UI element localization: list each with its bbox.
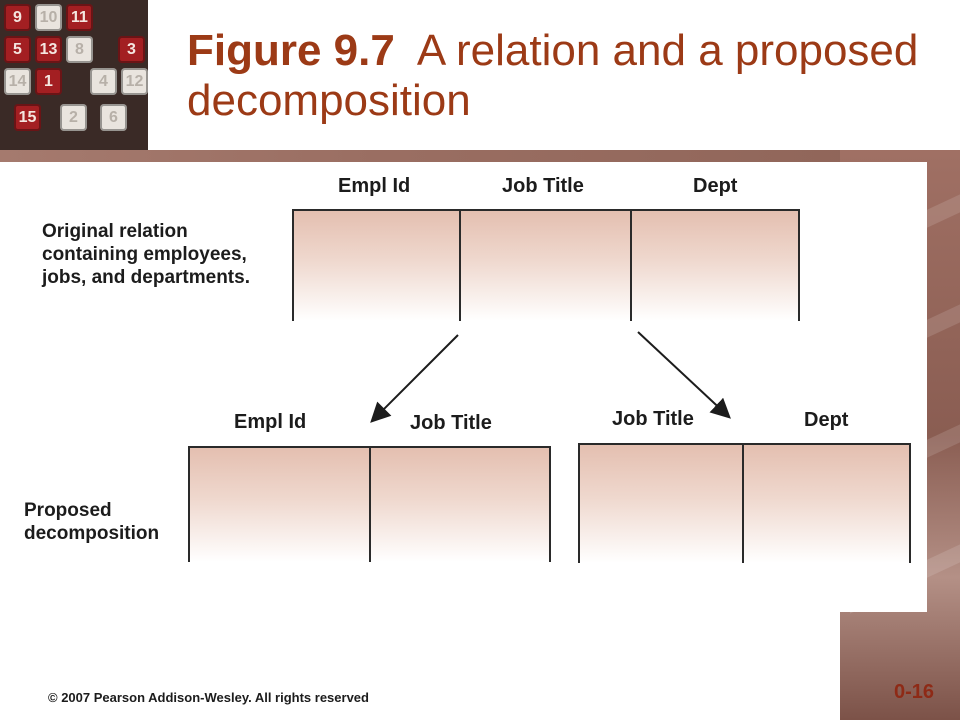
logo-tile: 10: [35, 4, 62, 31]
right-dept-column: [742, 443, 911, 563]
left-header-job-title: Job Title: [410, 412, 492, 434]
logo-tile: 5: [4, 36, 31, 63]
logo-tile: 3: [118, 36, 145, 63]
original-relation-table: [292, 209, 801, 321]
original-empl-id-column: [292, 209, 460, 321]
footer-area: [0, 612, 840, 720]
logo-tile: 4: [90, 68, 117, 95]
original-header-job-title: Job Title: [502, 175, 584, 197]
original-header-empl-id: Empl Id: [338, 175, 411, 197]
arrow-left: [370, 334, 459, 423]
logo-tile: 6: [100, 104, 127, 131]
logo-tile: 12: [121, 68, 148, 95]
left-empl-id-column: [188, 446, 369, 562]
logo-tile: 13: [35, 36, 62, 63]
original-relation-label: Original relation containing employees, …: [42, 221, 250, 288]
left-decomposed-table: [188, 446, 551, 562]
slide-title: Figure 9.7 A relation and a proposed dec…: [187, 26, 960, 126]
logo-tile: 15: [14, 104, 41, 131]
left-header-empl-id: Empl Id: [234, 411, 307, 433]
original-header-dept: Dept: [693, 175, 738, 197]
logo-tile: 8: [66, 36, 93, 63]
figure-caption: A relation and a proposed decomposition: [187, 26, 919, 125]
right-header-job-title: Job Title: [612, 408, 694, 430]
original-dept-column: [629, 209, 801, 321]
puzzle-logo: 9 10 11 5 13 8 3 14 1 4 12 15 2 6: [0, 0, 148, 150]
copyright-footer: © 2007 Pearson Addison-Wesley. All right…: [48, 690, 369, 705]
right-header-dept: Dept: [804, 409, 849, 431]
original-job-title-column: [459, 209, 630, 321]
right-decomposed-table: [578, 443, 911, 563]
right-job-title-column: [578, 443, 743, 563]
left-job-title-column: [368, 446, 551, 562]
logo-tile: 2: [60, 104, 87, 131]
page-number: 0-16: [893, 681, 934, 703]
logo-tile: 9: [4, 4, 31, 31]
proposed-decomposition-label: Proposed decomposition: [24, 500, 160, 544]
logo-tile: 1: [35, 68, 62, 95]
logo-tile: 11: [66, 4, 93, 31]
logo-tile: 14: [4, 68, 31, 95]
figure-number: Figure 9.7: [187, 26, 395, 75]
arrow-right: [637, 331, 731, 419]
